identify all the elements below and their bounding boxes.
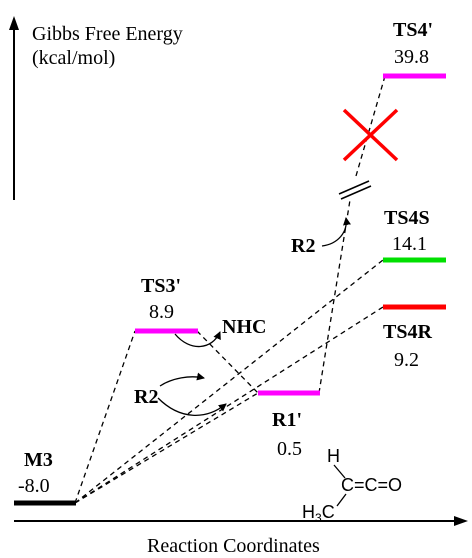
connectors — [74, 75, 386, 504]
nhc-label: NHC — [222, 316, 266, 338]
molecule-methyl-h: H — [302, 502, 315, 522]
energy-r1: 0.5 — [277, 438, 302, 460]
label-ts4s: TS4S — [384, 207, 430, 229]
r2-upper-arrow — [321, 217, 351, 247]
molecule-chain: C=C=O — [341, 475, 402, 495]
methylketene-structure: H C=C=O H3C — [302, 446, 402, 525]
energy-ts3: 8.9 — [149, 301, 174, 323]
r2-lower-label: R2 — [134, 386, 158, 408]
x-axis-label: Reaction Coordinates — [147, 535, 320, 557]
r2-lower-arrow-bottom — [157, 397, 227, 416]
molecule-bond-h-c — [333, 464, 346, 479]
label-ts4r: TS4R — [383, 321, 432, 343]
r2-upper-label: R2 — [291, 235, 315, 257]
energy-ts4r: 9.2 — [394, 349, 419, 371]
y-axis-label-line2: (kcal/mol) — [32, 47, 115, 69]
connector-m3-ts4r — [74, 306, 384, 504]
connector-ts3-r1 — [196, 330, 259, 394]
r2-lower-arrow-top — [159, 372, 205, 387]
nhc-release-arrow — [174, 331, 221, 348]
x-axis-arrowhead — [454, 516, 468, 526]
connector-m3-ts3 — [74, 330, 136, 504]
annotation-arrows — [157, 217, 351, 416]
label-ts4p: TS4' — [393, 19, 433, 41]
y-axis-arrowhead — [9, 16, 19, 30]
blocked-pathway-cross — [342, 108, 399, 162]
axis-break-mark-1 — [338, 180, 370, 195]
label-ts3: TS3' — [141, 275, 181, 297]
connector-m3-ts4s — [74, 259, 384, 504]
connector-r1-ts4p-lower — [318, 199, 351, 394]
energy-ts4p: 39.8 — [394, 46, 429, 68]
energy-ts4s: 14.1 — [392, 233, 427, 255]
axis-break-mark-2 — [340, 185, 372, 200]
molecule-methyl-c: C — [322, 502, 335, 522]
energy-m3: -8.0 — [18, 475, 50, 497]
molecule-methyl-subscript: 3 — [315, 511, 322, 525]
molecule-h-top: H — [327, 446, 340, 466]
molecule-bond-c-ch3 — [336, 493, 347, 507]
label-r1: R1' — [272, 409, 302, 431]
connector-m3-r1 — [74, 392, 259, 504]
molecule-methyl: H3C — [302, 502, 335, 525]
label-m3: M3 — [24, 449, 53, 471]
y-axis-label-line1: Gibbs Free Energy — [32, 23, 183, 45]
